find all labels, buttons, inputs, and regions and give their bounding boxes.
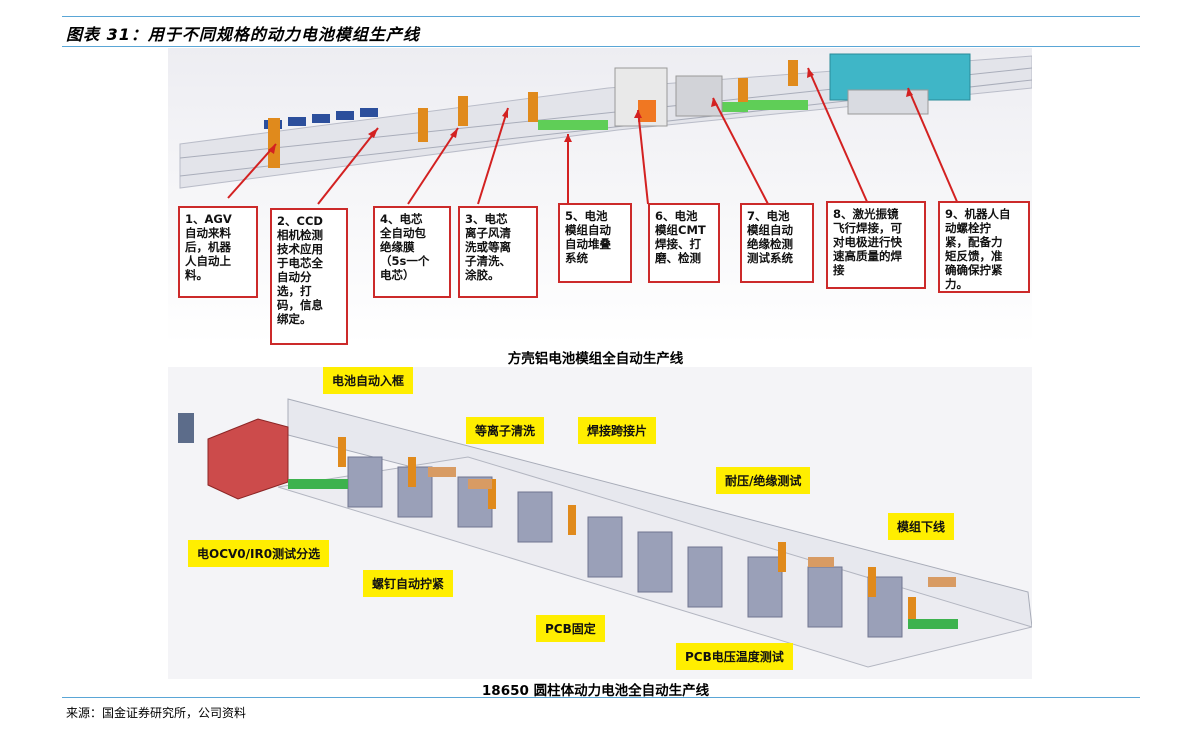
callout-insulation-test: 7、电池 模组自动 绝缘检测 测试系统 — [740, 203, 814, 283]
label-screw-tightening: 螺钉自动拧紧 — [363, 570, 454, 597]
label-plasma-cleaning: 等离子清洗 — [466, 417, 545, 444]
callout-agv-loading: 1、AGV 自动来料 后，机器 人自动上 料。 — [178, 206, 258, 298]
callout-plasma-cleaning: 3、电芯 离子风清 洗或等离 子清洗、 涂胶。 — [458, 206, 538, 298]
top-rule — [62, 16, 1140, 17]
label-cell-boxing: 电池自动入框 — [323, 367, 414, 394]
label-module-offline: 模组下线 — [888, 513, 955, 540]
caption-prismatic-line: 方壳铝电池模组全自动生产线 — [507, 351, 684, 367]
callout-ccd-inspection: 2、CCD 相机检测 技术应用 于电芯全 自动分 选，打 码，信息 绑定。 — [270, 208, 348, 345]
label-pcb-voltage-temp-test: PCB电压温度测试 — [676, 643, 793, 670]
prismatic-line-illustration: 1、AGV 自动来料 后，机器 人自动上 料。 2、CCD 相机检测 技术应用 … — [168, 48, 1032, 345]
label-jumper-welding: 焊接跨接片 — [578, 417, 657, 444]
callout-laser-welding: 8、激光振镜 飞行焊接，可 对电极进行快 速高质量的焊 接 — [826, 201, 926, 289]
cylindrical-line-illustration: 电池自动入框 等离子清洗 焊接跨接片 耐压/绝缘测试 模组下线 电OCV0/IR… — [168, 367, 1032, 679]
callout-cmt-welding: 6、电池 模组CMT 焊接、打 磨、检测 — [648, 203, 720, 283]
title-rule — [62, 46, 1140, 47]
source-note: 来源：国金证券研究所，公司资料 — [66, 706, 247, 720]
caption-cylindrical-line: 18650 圆柱体动力电池全自动生产线 — [481, 683, 710, 699]
callout-insulation-wrap: 4、电芯 全自动包 绝缘膜 （5s一个 电芯） — [373, 206, 451, 298]
source-rule — [62, 697, 1140, 698]
label-ocv-ir-sorting: 电OCV0/IR0测试分选 — [188, 540, 330, 567]
prismatic-line-drawing — [179, 53, 1032, 205]
callout-robot-bolting: 9、机器人自 动螺栓拧 紧，配备力 矩反馈，准 确确保拧紧 力。 — [938, 201, 1030, 293]
figure-title: 图表 31：用于不同规格的动力电池模组生产线 — [66, 25, 420, 44]
callout-auto-stacking: 5、电池 模组自动 自动堆叠 系统 — [558, 203, 632, 283]
cylindrical-line-drawing — [178, 398, 1032, 668]
label-pcb-fixing: PCB固定 — [536, 615, 605, 642]
label-withstand-test: 耐压/绝缘测试 — [716, 467, 811, 494]
